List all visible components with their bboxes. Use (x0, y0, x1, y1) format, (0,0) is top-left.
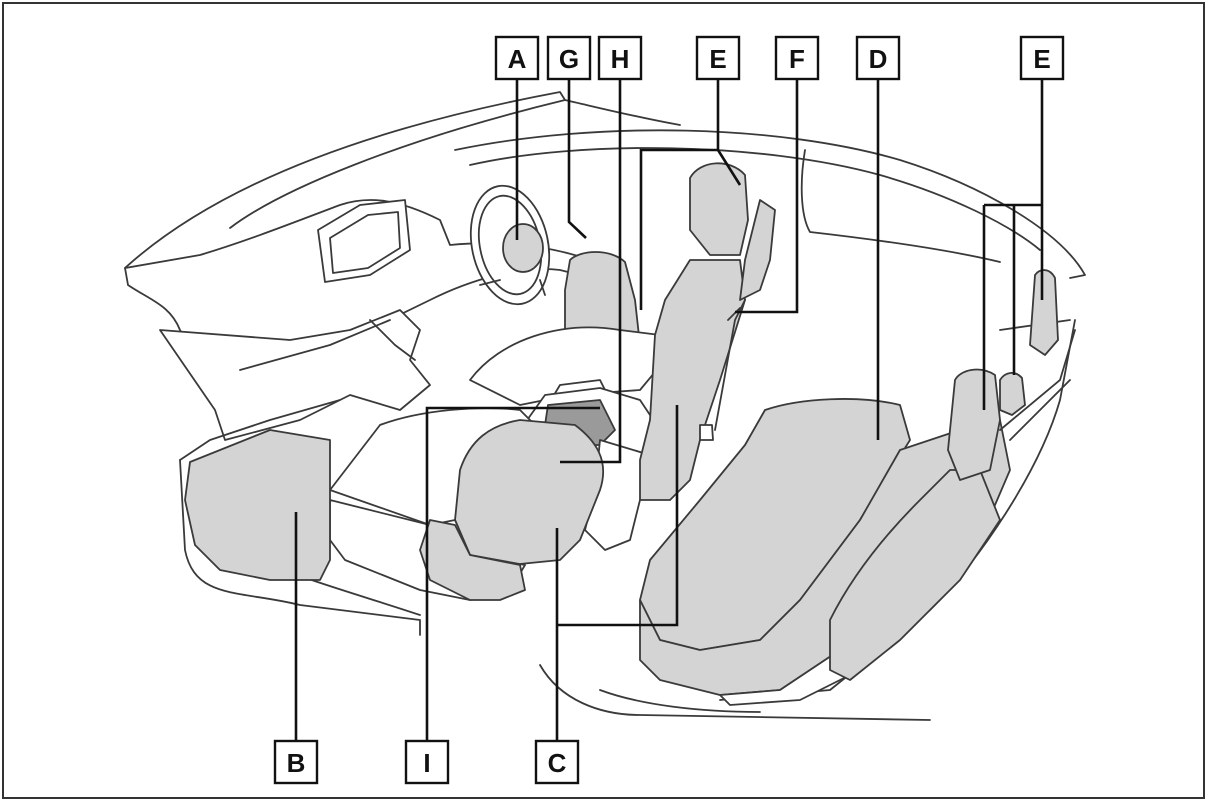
label-e-front: E (695, 35, 741, 81)
rear-headrest-middle (999, 372, 1026, 416)
label-b-text: B (287, 748, 306, 778)
label-f: F (774, 35, 820, 81)
label-d-text: D (869, 44, 888, 74)
car-body (124, 91, 1086, 721)
label-g-text: G (559, 44, 579, 74)
rear-headrest-left (947, 368, 1001, 481)
driver-airbag-area (502, 223, 544, 273)
rear-side-seats (829, 269, 1076, 681)
label-a: A (494, 35, 540, 81)
leader-f (735, 78, 799, 314)
label-c-text: C (548, 748, 567, 778)
front-passenger-knee-airbag-area (184, 429, 331, 581)
label-d: D (855, 35, 901, 81)
label-h: H (597, 35, 643, 81)
label-e-rear-text: E (1033, 44, 1050, 74)
rear-headrest-right (1029, 269, 1059, 356)
label-c: C (534, 739, 580, 785)
front-seat-side-airbag-area (454, 419, 605, 566)
label-i: I (404, 739, 450, 785)
leader-e-front-upper (639, 78, 720, 310)
label-f-text: F (789, 44, 805, 74)
label-e-rear: E (1019, 35, 1065, 81)
leader-h (560, 78, 622, 464)
label-b: B (273, 739, 319, 785)
leader-e-front-headrest (716, 149, 742, 186)
leader-g (567, 78, 587, 239)
leader-lines (294, 78, 1044, 752)
leader-i (425, 406, 600, 752)
leader-c-branch (557, 405, 679, 627)
label-i-text: I (423, 748, 430, 778)
steering-wheel (469, 184, 551, 306)
front-headrest (689, 162, 749, 256)
rear-seat (639, 162, 776, 501)
label-a-text: A (508, 44, 527, 74)
label-h-text: H (611, 44, 630, 74)
label-g: G (546, 35, 592, 81)
label-e-front-text: E (709, 44, 726, 74)
